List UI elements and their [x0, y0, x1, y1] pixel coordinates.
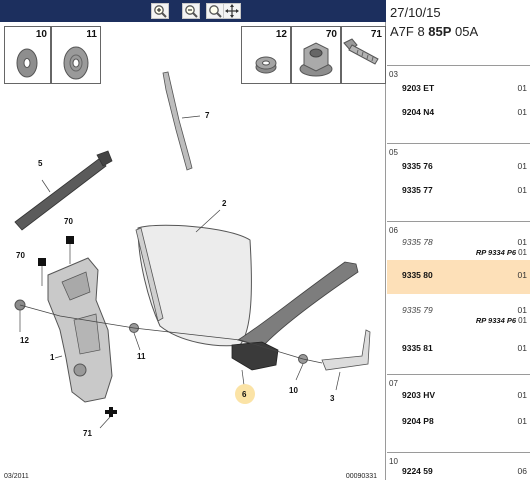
- large-washer-icon: [63, 46, 89, 80]
- spring-washer-icon: [255, 56, 277, 74]
- front-seal-strip: [162, 71, 193, 171]
- rear-guide-rail: [231, 261, 359, 371]
- parts-group-06: 06 9335 78 01 RP 9334 P6 01 9335 80 01 9…: [387, 222, 530, 375]
- replacement-ref: RP 9334 P6: [475, 248, 516, 257]
- thumbnail-number: 71: [370, 29, 382, 40]
- part-row[interactable]: 9335 79 01 RP 9334 P6 01: [402, 305, 527, 325]
- zoom-in-button[interactable]: [151, 3, 169, 19]
- guide-bracket: [321, 329, 371, 371]
- thumbnail-part-12[interactable]: 12: [241, 26, 291, 84]
- zoom-out-button[interactable]: [182, 3, 200, 19]
- group-number: 10: [389, 457, 398, 466]
- callout-5: 5: [38, 159, 43, 168]
- callout-70-left: 70: [16, 251, 25, 260]
- thumbnail-part-11[interactable]: 11: [51, 26, 101, 84]
- catalog-date: 27/10/15: [390, 5, 441, 20]
- diagram-code-label: 00090331: [345, 473, 377, 480]
- thumbnail-number: 11: [86, 29, 97, 40]
- zoom-in-icon: [154, 5, 167, 18]
- diagram-toolbar: [0, 0, 386, 22]
- thumbnail-number: 70: [325, 29, 337, 40]
- magnify-icon: [209, 5, 222, 18]
- exploded-view-drawing: 70 70 12 1 11 71 5 7 2 6 10 3: [14, 71, 371, 438]
- bolt-icon: [343, 38, 379, 65]
- flange-nut-icon: [299, 42, 333, 77]
- diagram-panel: 10 11 12 70 71: [0, 0, 386, 480]
- callout-11: 11: [137, 352, 146, 361]
- group-number: 06: [389, 226, 398, 235]
- pan-icon: [225, 4, 239, 18]
- group-number: 05: [389, 148, 398, 157]
- callout-70-upper: 70: [64, 217, 73, 226]
- magnify-button[interactable]: [206, 3, 224, 19]
- diagram-date-label: 03/2011: [4, 473, 29, 480]
- flat-washer-icon: [16, 48, 38, 78]
- callout-6: 6: [242, 390, 247, 399]
- callout-3: 3: [330, 394, 335, 403]
- thumbnail-number: 10: [35, 29, 47, 40]
- replacement-ref: RP 9334 P6: [475, 316, 516, 325]
- thumbnail-part-10[interactable]: 10: [4, 26, 51, 84]
- callout-12: 12: [20, 336, 29, 345]
- part-row[interactable]: 9335 78 01 RP 9334 P6 01: [402, 237, 527, 257]
- thumbnail-part-70[interactable]: 70: [291, 26, 341, 84]
- group-number: 07: [389, 379, 398, 388]
- window-channel-strip: [14, 150, 113, 231]
- callout-10: 10: [289, 386, 298, 395]
- callout-71: 71: [83, 429, 92, 438]
- callout-7: 7: [205, 111, 210, 120]
- callout-1: 1: [50, 353, 55, 362]
- thumbnail-part-71[interactable]: 71: [341, 26, 386, 84]
- callout-2: 2: [222, 199, 227, 208]
- thumbnail-number: 12: [275, 29, 287, 40]
- callout-6-highlight: [235, 384, 255, 404]
- catalog-code: A7F 8 85P 05A: [390, 24, 479, 39]
- callouts: 70 70 12 1 11 71 5 7 2 6 10 3: [16, 111, 335, 438]
- pan-button[interactable]: [223, 3, 241, 19]
- zoom-out-icon: [185, 5, 198, 18]
- part-row-selected[interactable]: 9335 80 01: [387, 260, 530, 294]
- window-regulator: [47, 257, 113, 403]
- parts-list-header: 27/10/15 A7F 8 85P 05A: [387, 0, 530, 66]
- window-glass: [135, 224, 252, 347]
- group-number: 03: [389, 70, 398, 79]
- leader-lines: [19, 115, 341, 429]
